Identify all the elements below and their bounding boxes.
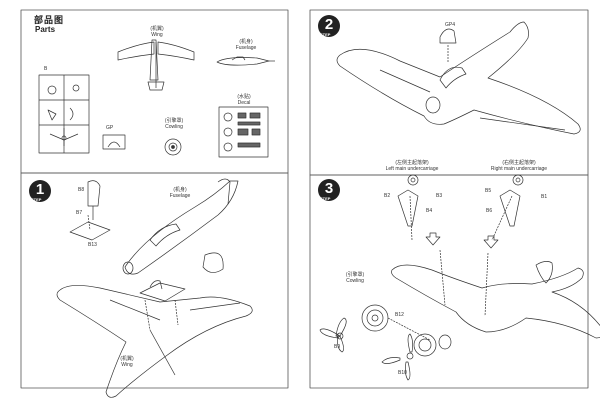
step3-part-b10: B10 [398, 370, 407, 376]
step3-left-gear-label-cn: (左侧主起落架) [395, 160, 429, 166]
step3-part-b3: B3 [436, 193, 443, 199]
step3-part-b5: B5 [485, 188, 492, 194]
step1-part-b7: B7 [76, 210, 83, 216]
step3-cowling-drawing [361, 304, 431, 341]
wing-label: (机翼) Wing [150, 26, 163, 38]
step3-cowling-label-cn: (引擎罩) [345, 272, 365, 278]
step3-engine-drawing [381, 333, 437, 381]
decal-label-en: Decal [237, 100, 251, 106]
step1-wing-label-cn: (机翼) [120, 356, 134, 362]
step1-wing-drawing [56, 285, 253, 398]
step3-left-gear-drawing [397, 174, 419, 241]
step3-badge-circle [318, 179, 340, 201]
step1-wing-label: (机翼) Wing [120, 356, 133, 368]
sprue-b-letter: B [44, 66, 48, 72]
wing-top-view [117, 39, 195, 91]
step2-panel-border [309, 9, 589, 176]
wing-label-en: Wing [151, 32, 163, 38]
sprue-b-drawing [38, 74, 90, 154]
clear-part-letter: GP [106, 125, 114, 131]
fuselage-label-en: Fuselage [235, 45, 257, 51]
cowling-label-cn: (引擎罩) [164, 118, 184, 124]
parts-title-cn: 部品图 [34, 15, 65, 25]
step1-fuselage-label-en: Fuselage [169, 193, 191, 199]
step3-part-b6: B6 [486, 208, 493, 214]
step3-left-gear-label: (左侧主起落架) Left main undercarriage [386, 160, 439, 172]
step3-right-gear-label: (右侧主起落架) Right main undercarriage [491, 160, 547, 172]
step3-number: 3 [324, 180, 334, 197]
cowling-drawing [164, 138, 182, 156]
step1-wing-label-en: Wing [121, 362, 133, 368]
step3-arrow-left-drawing [425, 232, 441, 246]
step1-badge-circle [29, 180, 51, 202]
step3-panel-border [309, 174, 589, 389]
step1-part-b8: B8 [78, 187, 85, 193]
step2-canopy-drawing [439, 28, 457, 62]
step3-airplane-drawing [391, 249, 600, 350]
decal-sheet-drawing [218, 106, 269, 158]
step2-badge-circle [318, 15, 340, 37]
step1-fuselage-label: (机身) Fuselage [170, 187, 191, 199]
step1-part-b13: B13 [88, 242, 97, 248]
step2-canopy-label: GP4 [445, 22, 456, 28]
step3-left-gear-label-en: Left main undercarriage [385, 166, 439, 172]
step3-right-gear-label-en: Right main undercarriage [490, 166, 548, 172]
decal-label-cn: (水贴) [237, 94, 251, 100]
step3-arrow-right-drawing [483, 235, 499, 249]
step1-seat-drawing [69, 180, 111, 241]
step1-fuselage-label-cn: (机身) [173, 187, 187, 193]
step3-part-b4: B4 [426, 208, 433, 214]
fuselage-side-view [216, 56, 275, 66]
step3-right-gear-label-cn: (右侧主起落架) [502, 160, 536, 166]
step1-panel-border [20, 172, 289, 389]
step1-fuselage-drawing [122, 178, 239, 275]
wing-label-cn: (机翼) [150, 26, 164, 32]
step3-part-b9: B9 [334, 344, 341, 350]
step3-part-b1: B1 [541, 194, 548, 200]
step2-number: 2 [324, 16, 334, 33]
step3-part-b12: B12 [395, 312, 404, 318]
cowling-label-en: Cowling [165, 124, 183, 130]
step1-number: 1 [35, 181, 45, 198]
clear-sprue-gp-drawing [102, 134, 126, 150]
step2-airplane-drawing [336, 21, 581, 135]
step3-part-b2: B2 [384, 193, 391, 199]
fuselage-label-cn: (机身) [239, 39, 253, 45]
step2-word: STEP [320, 32, 331, 37]
step3-right-gear-drawing [491, 174, 524, 241]
step3-cowling-label: (引擎罩) Cowling [346, 272, 364, 284]
step-badges [29, 15, 340, 202]
parts-title-en: Parts [35, 25, 56, 34]
step3-cowling-label-en: Cowling [346, 278, 364, 284]
step3-word: STEP [320, 196, 331, 201]
cowling-label: (引擎罩) Cowling [165, 118, 183, 130]
step3-propeller-drawing [319, 317, 347, 353]
step1-cockpit-tub-drawing [139, 280, 186, 302]
fuselage-label: (机身) Fuselage [236, 39, 257, 51]
step1-word: STEP [31, 197, 42, 202]
decal-label: (水贴) Decal [237, 94, 250, 106]
